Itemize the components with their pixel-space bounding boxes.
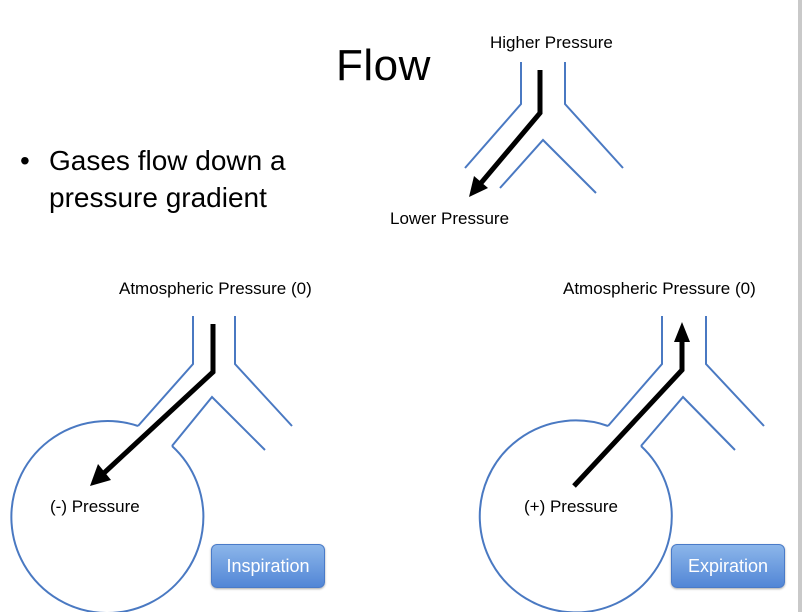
bullet-list: Gases flow down a pressure gradient: [20, 142, 349, 216]
bullet-item: Gases flow down a pressure gradient: [20, 142, 349, 216]
lower-pressure-label: Lower Pressure: [390, 209, 510, 228]
slide-title: Flow: [336, 41, 431, 90]
inspiration-button[interactable]: Inspiration: [211, 544, 325, 588]
slide-edge: [798, 0, 802, 612]
top-airway: [464, 62, 624, 194]
top-flow-arrow: [469, 70, 543, 197]
left-flow-arrow: [90, 324, 216, 486]
right-flow-arrow: [572, 322, 690, 488]
negative-pressure-label: (-) Pressure: [50, 497, 140, 516]
expiration-button[interactable]: Expiration: [671, 544, 785, 588]
higher-pressure-label: Higher Pressure: [490, 33, 613, 52]
left-lung: [10, 316, 293, 612]
atmospheric-pressure-label-left: Atmospheric Pressure (0): [119, 279, 312, 298]
positive-pressure-label: (+) Pressure: [524, 497, 618, 516]
atmospheric-pressure-label-right: Atmospheric Pressure (0): [563, 279, 756, 298]
right-lung: [478, 316, 765, 612]
